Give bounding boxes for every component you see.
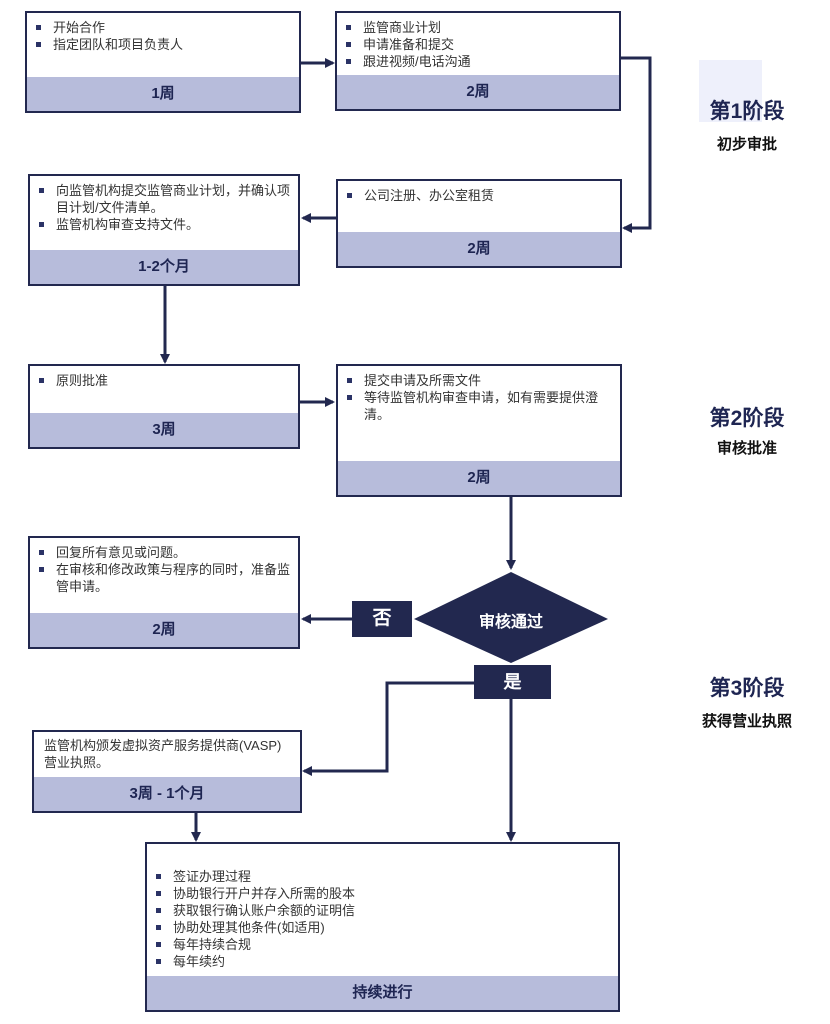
list-item: 回复所有意见或问题。 (39, 544, 290, 561)
duration-label: 2周 (337, 75, 619, 109)
list-item: 申请准备和提交 (346, 36, 611, 53)
list-item: 在审核和修改政策与程序的同时，准备监管申请。 (39, 562, 291, 594)
list-item: 跟进视频/电话沟通 (346, 53, 611, 70)
list-item: 监管商业计划 (346, 19, 611, 36)
list-item: 提交申请及所需文件 (347, 372, 612, 389)
step-box-1: 开始合作 指定团队和项目负责人 1周 (25, 11, 301, 113)
arrow-yes-b8 (302, 681, 474, 776)
list-item: 监管机构审查支持文件。 (39, 216, 290, 233)
stage-2-title: 第2阶段 (709, 407, 785, 430)
box-text: 监管机构颁发虚拟资产服务提供商(VASP)营业执照。 (44, 738, 282, 770)
stage-1-title: 第1阶段 (709, 100, 785, 123)
arrow-b2-b4 (620, 56, 652, 233)
yes-label: 是 (474, 665, 551, 699)
step-box-3: 向监管机构提交监管商业计划，并确认项目计划/文件清单。 监管机构审查支持文件。 … (28, 174, 300, 286)
list-item: 协助处理其他条件(如适用) (156, 919, 610, 936)
list-item: 等待监管机构审查申请，如有需要提供澄清。 (347, 389, 612, 423)
step-box-4: 公司注册、办公室租赁 2周 (336, 179, 622, 268)
list-item: 原则批准 (39, 372, 290, 389)
list-item: 公司注册、办公室租赁 (347, 187, 612, 204)
decision-label: 审核通过 (478, 614, 543, 631)
list-item: 开始合作 (36, 19, 291, 36)
stage-3-title: 第3阶段 (709, 677, 785, 700)
duration-label: 2周 (338, 461, 620, 495)
duration-label: 3周 - 1个月 (34, 777, 300, 811)
step-box-2: 监管商业计划 申请准备和提交 跟进视频/电话沟通 2周 (335, 11, 621, 111)
stage-1-highlight (699, 60, 762, 122)
duration-label: 1-2个月 (30, 250, 298, 284)
step-box-7: 回复所有意见或问题。 在审核和修改政策与程序的同时，准备监管申请。 2周 (28, 536, 300, 649)
list-item: 每年续约 (156, 953, 610, 970)
stage-1-subtitle: 初步审批 (716, 136, 777, 153)
step-box-8: 监管机构颁发虚拟资产服务提供商(VASP)营业执照。 3周 - 1个月 (32, 730, 302, 813)
step-box-6: 提交申请及所需文件 等待监管机构审查申请，如有需要提供澄清。 2周 (336, 364, 622, 497)
step-box-9: 签证办理过程 协助银行开户并存入所需的股本 获取银行确认账户余额的证明信 协助处… (145, 842, 620, 1012)
stage-3-subtitle: 获得营业执照 (701, 713, 792, 730)
duration-label: 2周 (30, 613, 298, 647)
list-item: 向监管机构提交监管商业计划，并确认项目计划/文件清单。 (39, 183, 291, 215)
duration-label: 3周 (30, 413, 298, 447)
list-item: 签证办理过程 (156, 868, 610, 885)
step-box-5: 原则批准 3周 (28, 364, 300, 449)
no-label: 否 (352, 601, 412, 637)
duration-label: 1周 (27, 77, 299, 111)
list-item: 获取银行确认账户余额的证明信 (156, 902, 610, 919)
list-item: 指定团队和项目负责人 (36, 36, 291, 53)
duration-label: 2周 (338, 232, 620, 266)
duration-label: 持续进行 (147, 976, 618, 1010)
stage-2-subtitle: 审核批准 (716, 440, 777, 457)
decision-diamond (414, 572, 608, 663)
list-item: 每年持续合规 (156, 936, 610, 953)
list-item: 协助银行开户并存入所需的股本 (156, 885, 610, 902)
